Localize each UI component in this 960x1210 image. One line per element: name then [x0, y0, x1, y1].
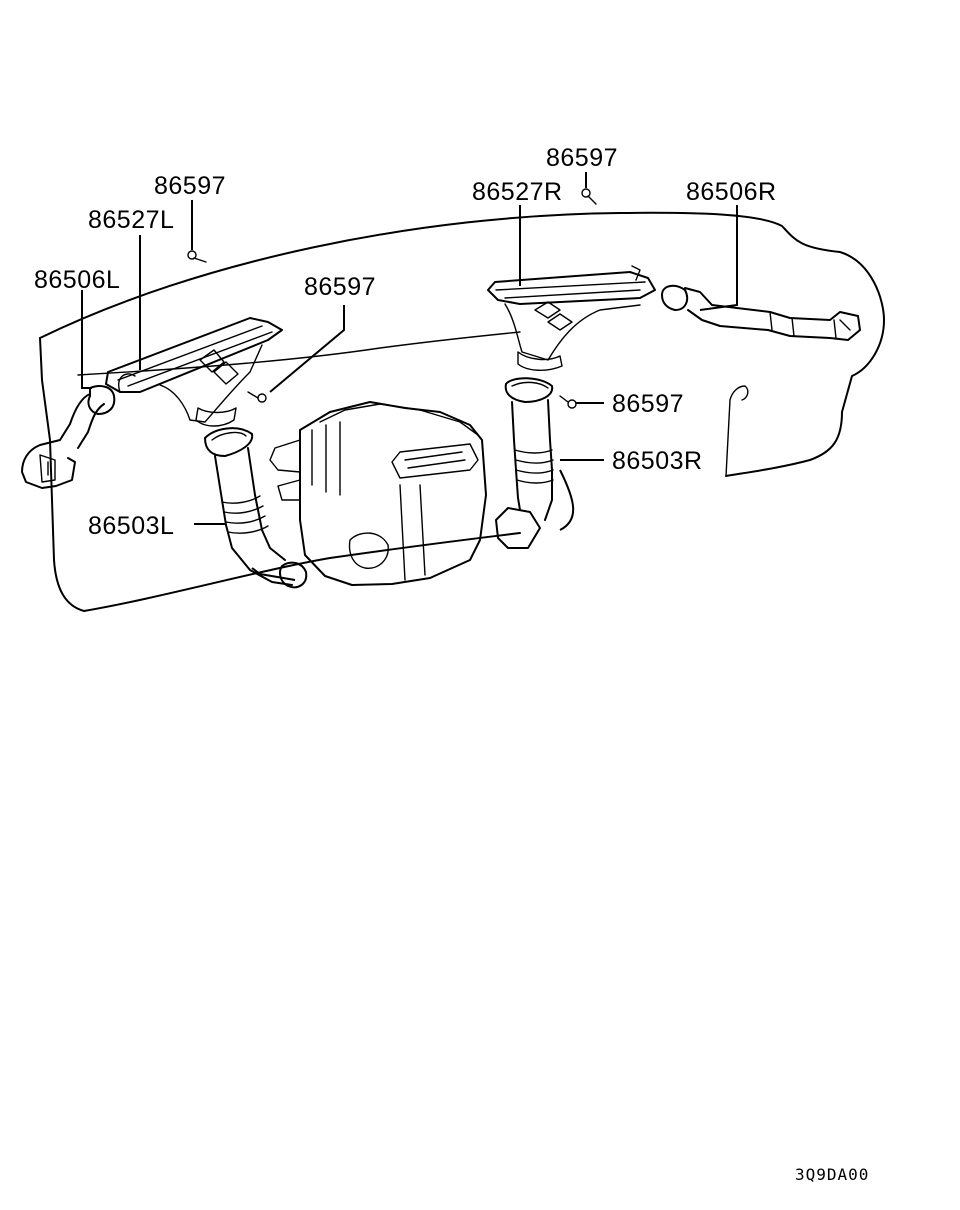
- garnish-left: [105, 317, 283, 427]
- screw-icon-right-lower: [559, 395, 577, 409]
- duct-right-lower: [495, 377, 554, 549]
- label-screw-top-right: 86597: [546, 144, 618, 172]
- label-duct-right-side: 86506R: [686, 178, 777, 206]
- screw-icon-top-left: [187, 250, 207, 263]
- duct-right-side: [661, 284, 861, 341]
- duct-left-side: [21, 385, 116, 489]
- screw-icon-center: [247, 391, 267, 403]
- garnish-right: [487, 265, 656, 371]
- label-duct-right-lower: 86503R: [612, 447, 703, 475]
- label-duct-left-lower: 86503L: [88, 512, 174, 540]
- heater-unit: [269, 401, 487, 586]
- label-garnish-right: 86527R: [472, 178, 563, 206]
- label-screw-center: 86597: [304, 273, 376, 301]
- label-duct-left-side: 86506L: [34, 266, 120, 294]
- label-screw-top-left: 86597: [154, 172, 226, 200]
- label-screw-right-lower: 86597: [612, 390, 684, 418]
- label-garnish-left: 86527L: [88, 206, 174, 234]
- duct-left-lower: [204, 427, 308, 589]
- leader-lines: [81, 172, 738, 581]
- diagram-code: 3Q9DA00: [795, 1165, 869, 1184]
- screw-icon-top-right: [581, 188, 597, 205]
- instrument-panel-outline: [39, 211, 885, 612]
